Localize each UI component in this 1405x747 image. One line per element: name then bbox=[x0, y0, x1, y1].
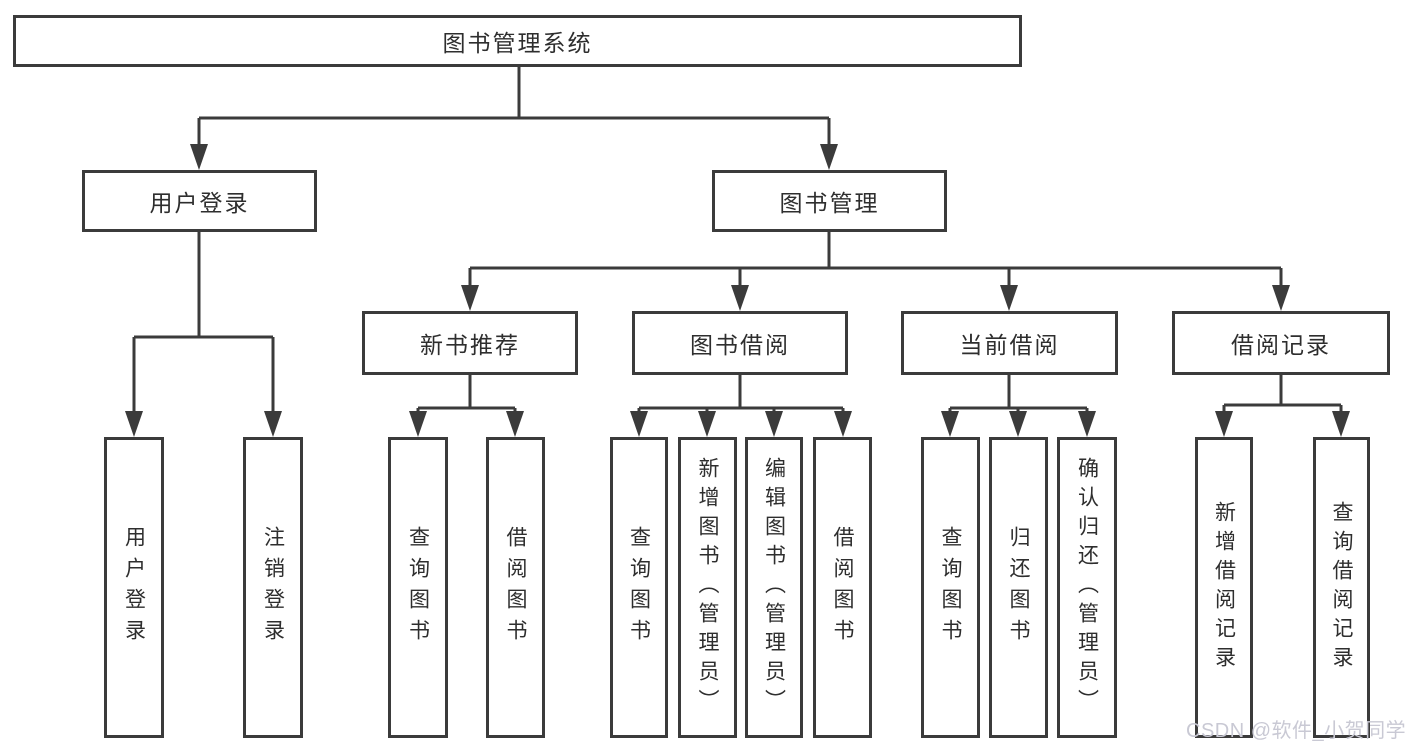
leaf-newbook-borrow-books: 借阅图书 bbox=[486, 437, 545, 738]
leaf-current-confirm-return-admin: 确认归还（管理员） bbox=[1057, 437, 1117, 738]
leaf-borrow-query-books: 查询图书 bbox=[610, 437, 668, 738]
leaf-borrow-add-books-admin: 新增图书（管理员） bbox=[678, 437, 737, 738]
node-new-book-recommendation: 新书推荐 bbox=[362, 311, 578, 375]
leaf-record-query-borrow-record: 查询借阅记录 bbox=[1313, 437, 1370, 738]
node-borrowing-records: 借阅记录 bbox=[1172, 311, 1390, 375]
node-library-management-system: 图书管理系统 bbox=[13, 15, 1022, 67]
node-book-management: 图书管理 bbox=[712, 170, 947, 232]
node-current-borrowing: 当前借阅 bbox=[901, 311, 1118, 375]
arrowheads bbox=[125, 144, 1350, 437]
leaf-record-add-borrow-record: 新增借阅记录 bbox=[1195, 437, 1253, 738]
leaf-borrow-edit-books-admin: 编辑图书（管理员） bbox=[745, 437, 803, 738]
leaf-logout: 注销登录 bbox=[243, 437, 303, 738]
node-book-borrowing: 图书借阅 bbox=[632, 311, 848, 375]
leaf-current-query-books: 查询图书 bbox=[921, 437, 980, 738]
leaf-borrow-borrow-books: 借阅图书 bbox=[813, 437, 872, 738]
leaf-newbook-query-books: 查询图书 bbox=[388, 437, 448, 738]
leaf-user-login: 用户登录 bbox=[104, 437, 164, 738]
node-user-login: 用户登录 bbox=[82, 170, 317, 232]
leaf-current-return-books: 归还图书 bbox=[989, 437, 1048, 738]
csdn-watermark: CSDN @软件_小贺同学 bbox=[1186, 720, 1405, 742]
